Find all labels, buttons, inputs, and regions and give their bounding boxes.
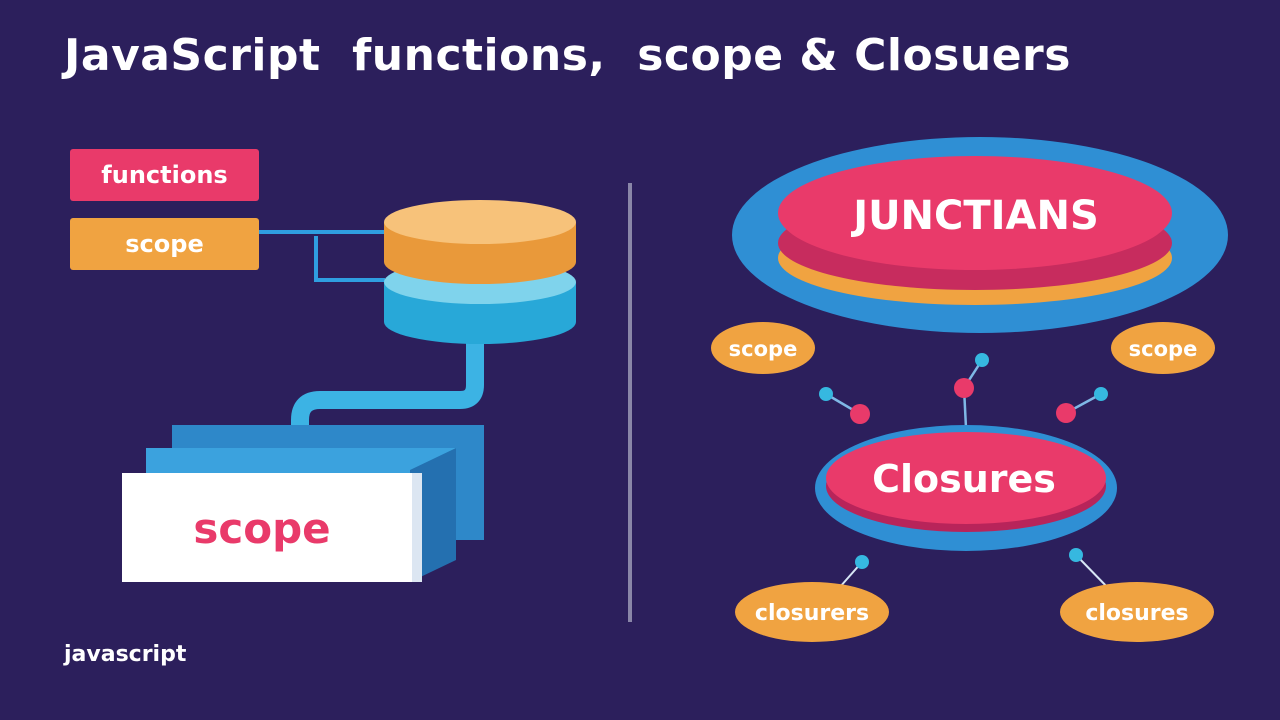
closures-pill-label: closures — [1085, 601, 1188, 626]
bottom-node-right — [1069, 548, 1083, 562]
closurers-pill: closurers — [735, 582, 889, 642]
closures-disc-label: Closures — [872, 457, 1056, 501]
scope-tag: scope — [70, 218, 259, 270]
bottom-connectors — [831, 554, 1113, 597]
functions-tag: functions — [70, 149, 259, 201]
scope-box: scope — [122, 425, 484, 582]
scope-pill-left: scope — [711, 322, 815, 374]
pipe — [291, 321, 484, 439]
scope-pill-left-label: scope — [729, 337, 798, 361]
closures-pill: closures — [1060, 582, 1214, 642]
scope-box-label: scope — [193, 504, 330, 553]
scope-pill-right: scope — [1111, 322, 1215, 374]
page-title: JavaScript functions, scope & Closuers — [64, 30, 1071, 81]
bottom-node-left — [855, 555, 869, 569]
top-disc-label: JUNCTIANS — [850, 193, 1099, 239]
closures-disc-group: Closures — [815, 425, 1117, 551]
top-disc-group: JUNCTIANS — [732, 137, 1228, 333]
closurers-pill-label: closurers — [755, 601, 869, 626]
tag-connector-lines — [259, 230, 385, 282]
scope-pill-right-label: scope — [1129, 337, 1198, 361]
cylinder-stack — [384, 200, 576, 344]
footer-label: javascript — [64, 642, 187, 667]
connector-nodes — [819, 353, 1108, 424]
